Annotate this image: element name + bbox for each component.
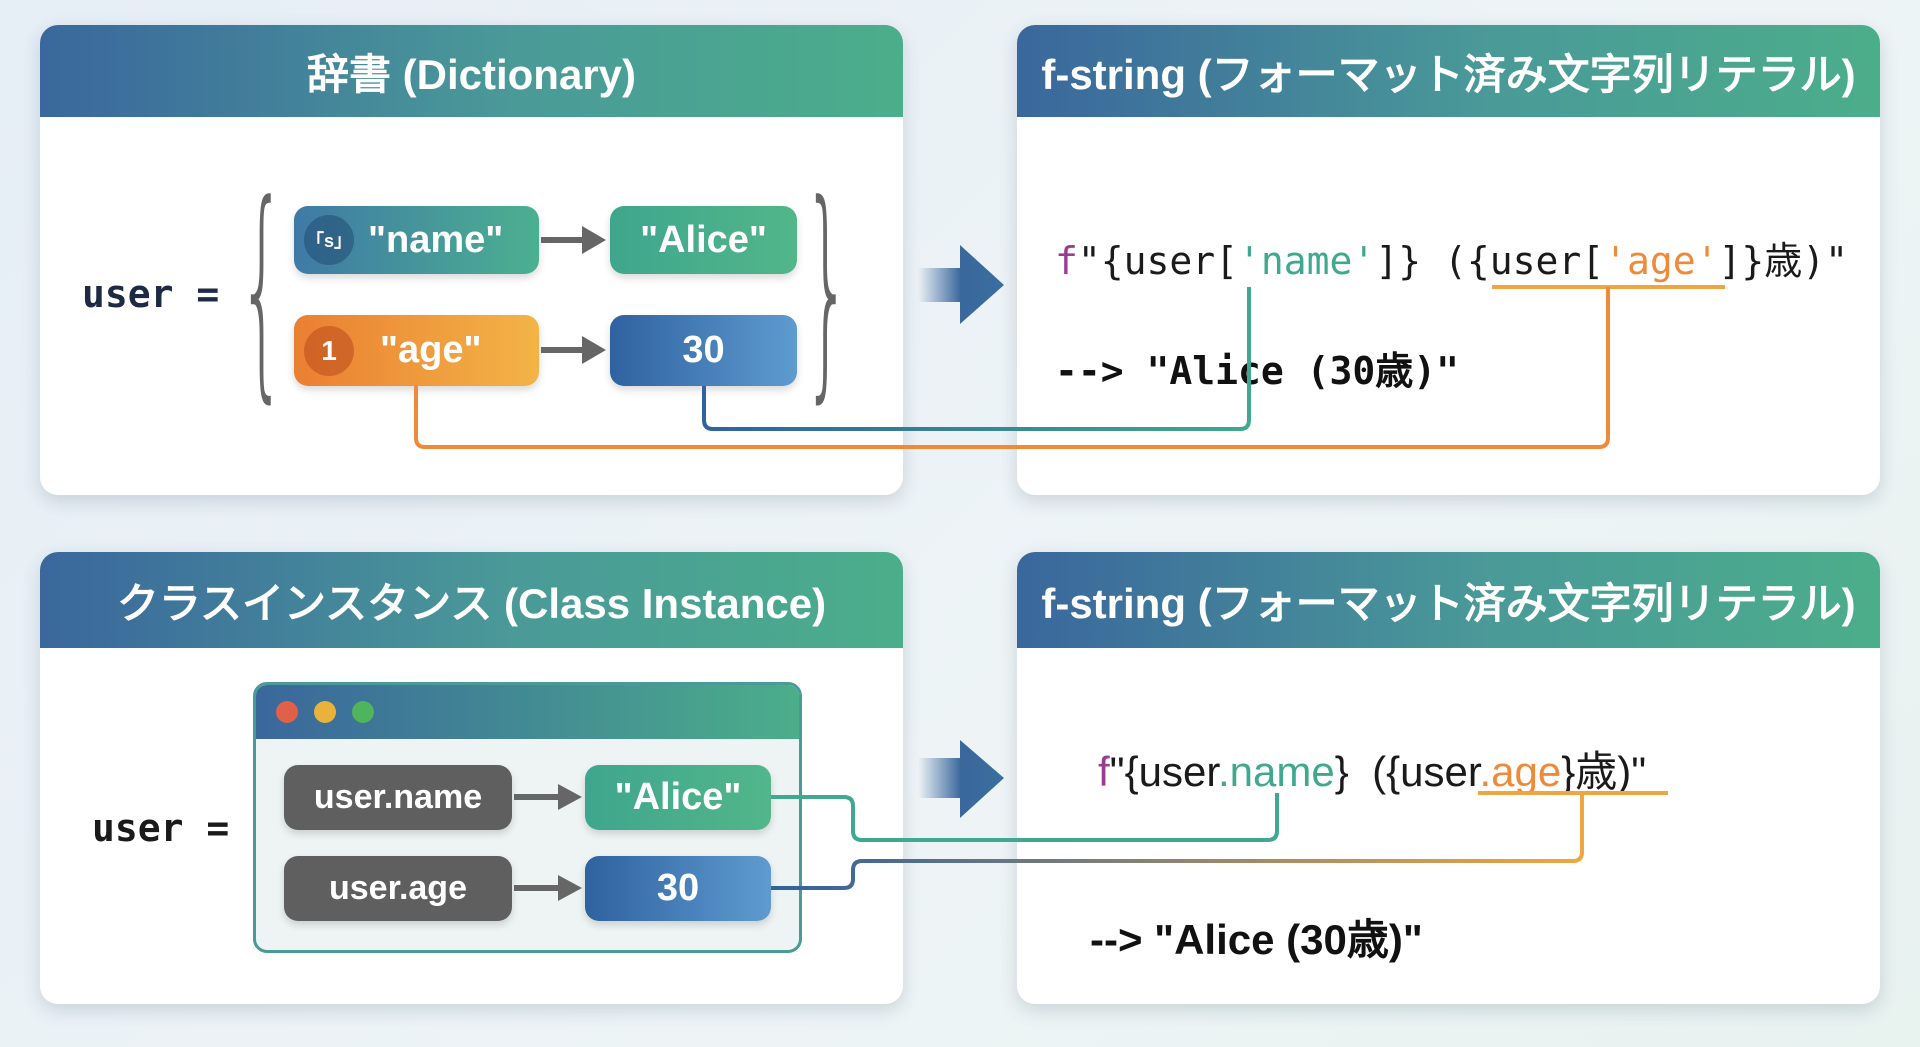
close-dot-icon xyxy=(276,701,298,723)
fstring-header: f-string (フォーマット済み文字列リテラル) xyxy=(1017,552,1880,648)
fstring-panel-bottom: f-string (フォーマット済み文字列リテラル) xyxy=(1017,552,1880,1004)
code-part: "{user xyxy=(1109,748,1218,795)
attr-age: .age xyxy=(1479,748,1562,795)
fstring-result-class: --> "Alice (30歳)" xyxy=(1090,916,1423,963)
fstring-code-dict: f"{user['name']} ({user['age']}歳)" xyxy=(1055,230,1848,285)
code-part: "{user[ xyxy=(1077,239,1239,283)
dict-value-30: 30 xyxy=(610,315,797,386)
open-brace: { xyxy=(238,156,287,423)
dictionary-header: 辞書 (Dictionary) xyxy=(40,25,903,117)
class-instance-header: クラスインスタンス (Class Instance) xyxy=(40,552,903,648)
key-label: "age" xyxy=(380,329,482,371)
fstring-result-dict: --> "Alice (30歳)" xyxy=(1055,349,1460,393)
close-brace: } xyxy=(803,156,852,423)
attr-name: .name xyxy=(1218,748,1335,795)
fstring-code-class: f"{user.name} ({user.age}歳)" xyxy=(1098,738,1646,799)
minimize-dot-icon xyxy=(314,701,336,723)
small-arrow-icon xyxy=(514,226,606,901)
dict-variable: user = xyxy=(82,272,220,316)
fstring-header: f-string (フォーマット済み文字列リテラル) xyxy=(1017,25,1880,117)
connector-value-30 xyxy=(702,287,1251,431)
connector-attr-name xyxy=(771,793,1279,842)
code-part: ]}歳)" xyxy=(1718,239,1849,283)
window-titlebar xyxy=(256,685,799,739)
maximize-dot-icon xyxy=(352,701,374,723)
fstring-panel-top: f-string (フォーマット済み文字列リテラル) xyxy=(1017,25,1880,495)
big-arrow-icon xyxy=(918,245,1004,818)
connector-attr-age xyxy=(771,793,1584,890)
dict-key-name: 「s」 "name" xyxy=(294,206,539,274)
dict-key-age: 1 "age" xyxy=(294,315,539,386)
code-part: ]} ({user[ xyxy=(1375,239,1605,283)
attr-user-age: user.age xyxy=(284,856,512,921)
class-variable: user = xyxy=(92,806,230,850)
f-prefix: f xyxy=(1098,748,1110,795)
dict-value-alice: "Alice" xyxy=(610,206,797,274)
key-label: "name" xyxy=(368,218,504,261)
code-part: }歳)" xyxy=(1561,748,1647,795)
attr-user-name: user.name xyxy=(284,765,512,830)
key-name: 'name' xyxy=(1238,239,1376,283)
code-part: } ({user xyxy=(1334,748,1480,795)
string-type-icon: 「s」 xyxy=(304,215,354,265)
number-type-icon: 1 xyxy=(304,325,354,376)
key-age: 'age' xyxy=(1604,239,1719,283)
attr-value-30: 30 xyxy=(585,856,771,921)
attr-value-alice: "Alice" xyxy=(585,765,771,830)
f-prefix: f xyxy=(1055,239,1078,283)
connector-key-age xyxy=(414,287,1610,449)
